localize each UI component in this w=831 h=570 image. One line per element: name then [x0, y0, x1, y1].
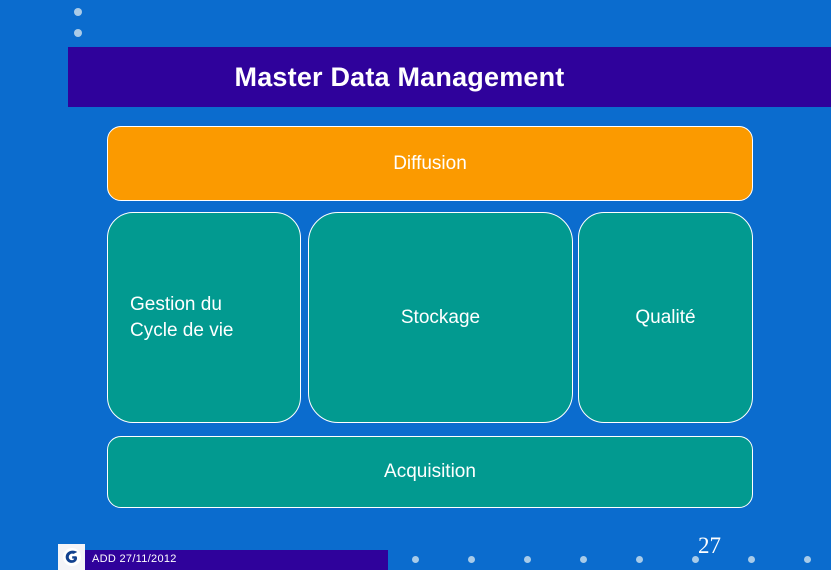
bottom-decor-dot-7: [748, 556, 755, 563]
left-bullet-dot-1: [74, 8, 82, 16]
bottom-decor-dot-8: [804, 556, 811, 563]
bottom-decor-dot-5: [636, 556, 643, 563]
bottom-decor-dot-1: [412, 556, 419, 563]
diagram-box-lifecycle-label-line2: Cycle de vie: [130, 319, 234, 341]
bottom-decor-dot-2: [468, 556, 475, 563]
diagram-box-acquisition-label: Acquisition: [384, 461, 476, 483]
diagram-box-diffusion-label: Diffusion: [393, 152, 467, 174]
diagram-box-qualite-label: Qualité: [635, 306, 696, 328]
diagram-box-stockage[interactable]: Stockage: [308, 212, 573, 423]
page-title: Master Data Management: [234, 61, 565, 92]
slide-page-number: 27: [698, 533, 721, 558]
diagram-box-stockage-label: Stockage: [400, 306, 481, 328]
bottom-decor-dot-3: [524, 556, 531, 563]
left-bullet-dot-2: [74, 29, 82, 37]
slide-title-band: Master Data Management: [68, 47, 831, 107]
diagram-box-lifecycle-label: Gestion du Cycle de vie: [130, 292, 234, 343]
company-logo-icon: [58, 544, 85, 570]
bottom-decor-dot-6: [692, 556, 699, 563]
diagram-box-qualite[interactable]: Qualité: [578, 212, 753, 423]
bottom-decor-dot-4: [580, 556, 587, 563]
diagram-box-lifecycle-label-line1: Gestion du: [130, 293, 222, 315]
diagram-box-diffusion[interactable]: Diffusion: [107, 126, 753, 201]
footer-date-label: ADD 27/11/2012: [92, 553, 177, 565]
diagram-box-acquisition[interactable]: Acquisition: [107, 436, 753, 508]
diagram-box-lifecycle[interactable]: Gestion du Cycle de vie: [107, 212, 301, 423]
footer-bar: [58, 550, 388, 570]
